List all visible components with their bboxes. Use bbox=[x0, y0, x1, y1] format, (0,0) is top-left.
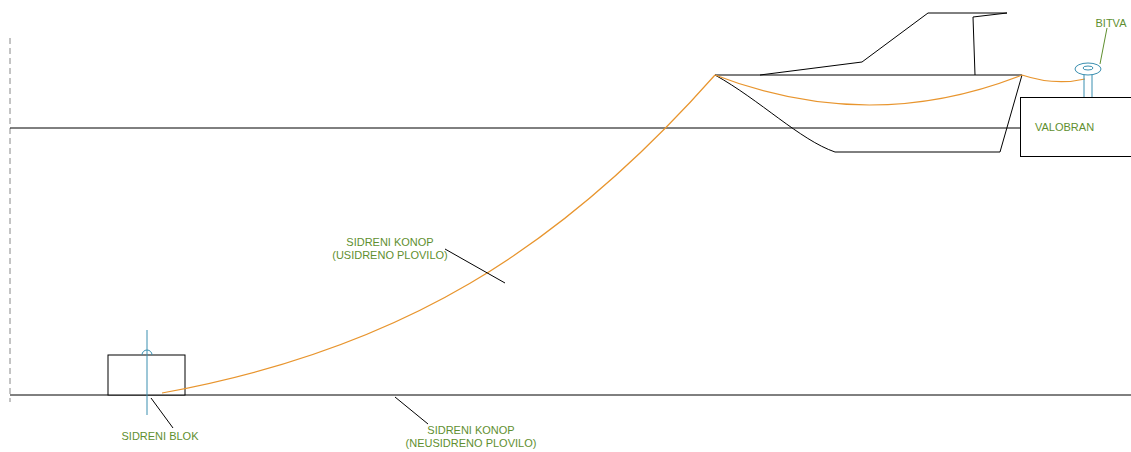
bollard bbox=[1075, 28, 1107, 97]
boat bbox=[715, 13, 1022, 152]
bollard-label: BITVA bbox=[1093, 17, 1129, 30]
node-text: VALOBRAN bbox=[1021, 121, 1094, 134]
water-line bbox=[10, 128, 1020, 129]
rope-label: SIDRENI KONOP (NEUSIDRENO PLOVILO) bbox=[405, 424, 537, 450]
rope-label: SIDRENI KONOP (USIDRENO PLOVILO) bbox=[330, 236, 450, 262]
leader-lines bbox=[151, 249, 505, 428]
block-label: SIDRENI BLOK bbox=[115, 430, 205, 443]
mooring-rope bbox=[162, 75, 1085, 393]
axis-line bbox=[10, 38, 11, 402]
block-axis bbox=[147, 330, 148, 415]
breakwater-box: VALOBRAN bbox=[1020, 97, 1131, 157]
